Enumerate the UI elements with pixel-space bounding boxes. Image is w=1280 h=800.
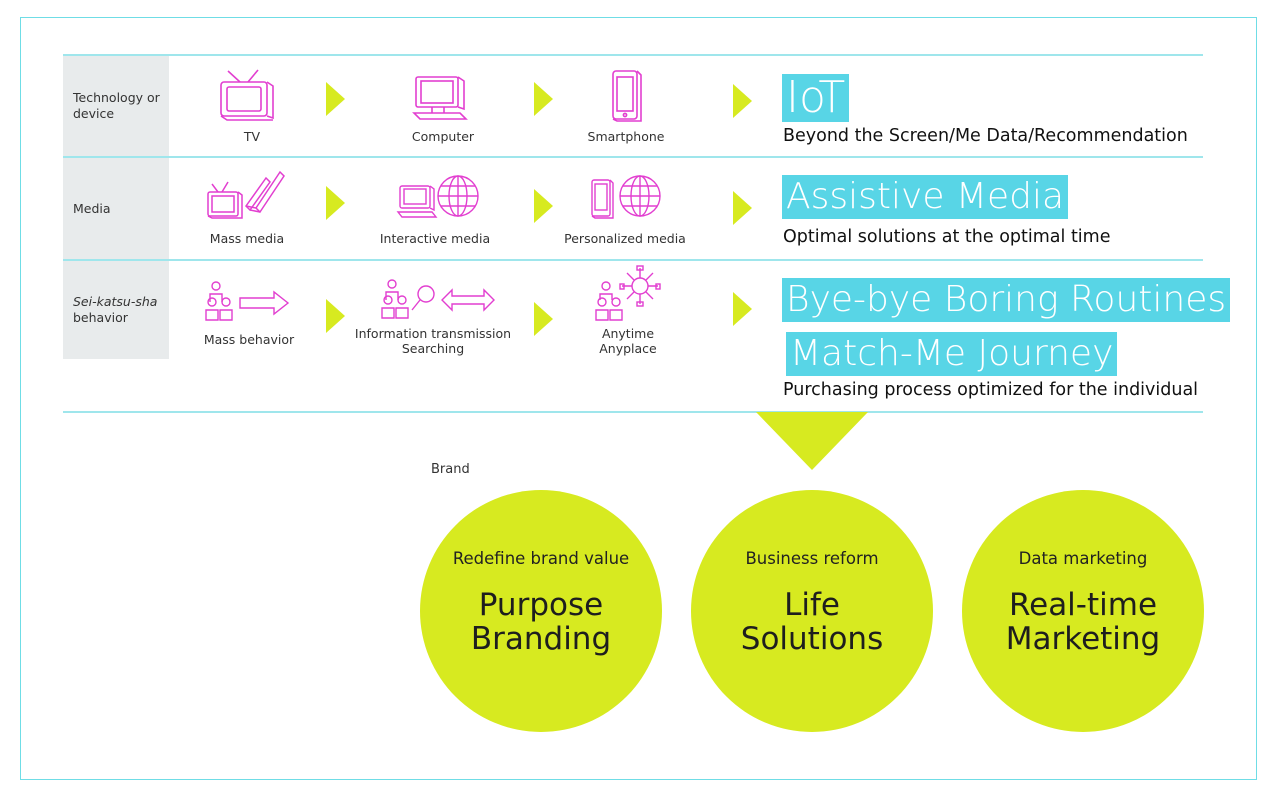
people-network-icon xyxy=(594,265,664,326)
stage-caption: Interactive media xyxy=(379,231,491,246)
stage-caption: Mass media xyxy=(209,231,285,246)
people-arrow-icon xyxy=(204,280,292,328)
circle-main: Real-time Marketing xyxy=(962,588,1204,656)
highlight-assistive-media: Assistive Media xyxy=(782,175,1069,219)
stage-caption: Computer xyxy=(411,129,475,144)
circle-main-line: Marketing xyxy=(1005,621,1161,657)
row-label-media: Media xyxy=(63,158,169,259)
tv-broadcast-icon xyxy=(206,168,288,222)
stage-caption: Smartphone xyxy=(587,129,665,144)
stage-caption: Personalized media xyxy=(564,231,686,246)
highlight-bye-bye-boring-routines: Bye-bye Boring Routines xyxy=(782,278,1231,322)
stage-arrow xyxy=(733,191,752,225)
stage-arrow xyxy=(326,299,345,333)
circle-title: Redefine brand value xyxy=(452,549,630,568)
row-label-text-italic: Sei-katsu-sha xyxy=(73,294,158,309)
stage-arrow xyxy=(534,82,553,116)
row-label-text: Technology or device xyxy=(73,90,160,121)
row-label-behavior: Sei-katsu-sha behavior xyxy=(63,261,169,359)
circle-main: Life Solutions xyxy=(691,588,933,656)
row-label-technology: Technology or device xyxy=(63,56,169,156)
stage-caption: Anytime xyxy=(601,326,655,341)
row-subtitle: Purchasing process optimized for the ind… xyxy=(783,380,1199,400)
people-search-icon xyxy=(380,278,498,324)
circle-real-time-marketing: Data marketing Real-time Marketing xyxy=(962,490,1204,732)
computer-icon xyxy=(412,75,470,123)
stage-arrow xyxy=(534,302,553,336)
circle-purpose-branding: Redefine brand value Purpose Branding xyxy=(420,490,662,732)
row-label-text: behavior xyxy=(73,310,128,325)
row-divider xyxy=(63,259,1203,261)
row-subtitle: Optimal solutions at the optimal time xyxy=(783,227,1111,247)
computer-globe-icon xyxy=(396,174,484,222)
highlight-match-me-journey: Match-Me Journey xyxy=(786,332,1118,376)
stage-arrow xyxy=(733,292,752,326)
stage-caption: Anyplace xyxy=(599,341,657,356)
highlight-iot: IoT xyxy=(782,74,850,122)
circle-main-line: Real-time xyxy=(1008,587,1158,623)
circle-main-line: Life xyxy=(784,587,840,623)
circle-main-line: Purpose xyxy=(478,587,604,623)
stage-arrow xyxy=(534,189,553,223)
row-divider xyxy=(63,411,1203,413)
stage-caption: Searching xyxy=(401,341,465,356)
stage-caption: Mass behavior xyxy=(203,332,295,347)
brand-label: Brand xyxy=(431,462,470,477)
circle-title: Business reform xyxy=(745,549,879,568)
smartphone-icon xyxy=(609,69,645,123)
stage-arrow xyxy=(733,84,752,118)
stage-caption: TV xyxy=(243,129,261,144)
tv-icon xyxy=(218,68,276,122)
circle-main-line: Branding xyxy=(470,621,612,657)
stage-arrow xyxy=(326,82,345,116)
row-divider xyxy=(63,156,1203,158)
circle-life-solutions: Business reform Life Solutions xyxy=(691,490,933,732)
circle-title: Data marketing xyxy=(1018,549,1148,568)
circle-main: Purpose Branding xyxy=(420,588,662,656)
funnel-triangle xyxy=(756,412,868,470)
phone-globe-icon xyxy=(590,174,664,222)
stage-arrow xyxy=(326,186,345,220)
row-label-text: Media xyxy=(73,200,111,216)
row-subtitle: Beyond the Screen/Me Data/Recommendation xyxy=(783,126,1188,146)
stage-caption: Information transmission xyxy=(354,326,512,341)
circle-main-line: Solutions xyxy=(740,621,884,657)
diagram-frame xyxy=(20,17,1257,780)
row-divider xyxy=(63,54,1203,56)
